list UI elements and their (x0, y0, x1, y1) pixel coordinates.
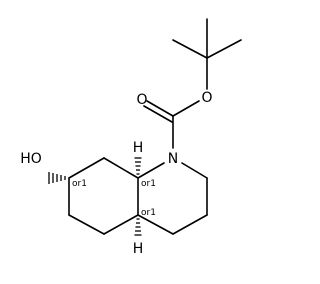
bond-carbonyl-double-b (143, 105, 173, 123)
structure-drawing: O O N HO H H or1 or1 or1 (20, 18, 242, 257)
nitrogen-label: N (168, 151, 178, 167)
bond-carbonyl-double-a (146, 100, 174, 117)
molecule-diagram: O O N HO H H or1 or1 or1 (20, 18, 242, 257)
hashed-wedge-hydroxyl (48, 172, 66, 184)
hashed-wedge-top-hydrogen (134, 157, 142, 175)
bond-oxygen-carbonyl-carbon (172, 100, 200, 117)
bond-c5-c4a (103, 214, 139, 235)
tert-butyl-group (172, 18, 242, 90)
hashed-wedge-bottom-hydrogen (134, 218, 142, 236)
bond-c4-c4a (137, 214, 174, 235)
bond-c8-c7 (68, 157, 105, 179)
bond-c8a-nitrogen (137, 162, 165, 179)
bond-c3-c4 (172, 214, 208, 235)
hydrogen-top-label: H (133, 140, 144, 156)
bond-c6-c5 (68, 214, 105, 235)
ester-oxygen-label: O (201, 90, 212, 106)
stereo-label-c7: or1 (72, 179, 87, 189)
hydroxyl-label: HO (20, 151, 42, 167)
stereo-label-c4a: or1 (141, 208, 156, 218)
hydrogen-bottom-label: H (133, 241, 144, 257)
bond-tbu-methyl-right (206, 39, 242, 59)
cyclohexane-ring (68, 157, 139, 235)
bond-c8a-c8 (103, 157, 139, 179)
piperidine-ring (137, 162, 208, 235)
carbonyl-oxygen-label: O (136, 92, 147, 108)
stereo-label-c8a: or1 (141, 179, 156, 189)
carbamate-group (143, 100, 200, 149)
bond-nitrogen-c2 (181, 162, 208, 179)
bond-tbu-methyl-left (172, 39, 208, 59)
